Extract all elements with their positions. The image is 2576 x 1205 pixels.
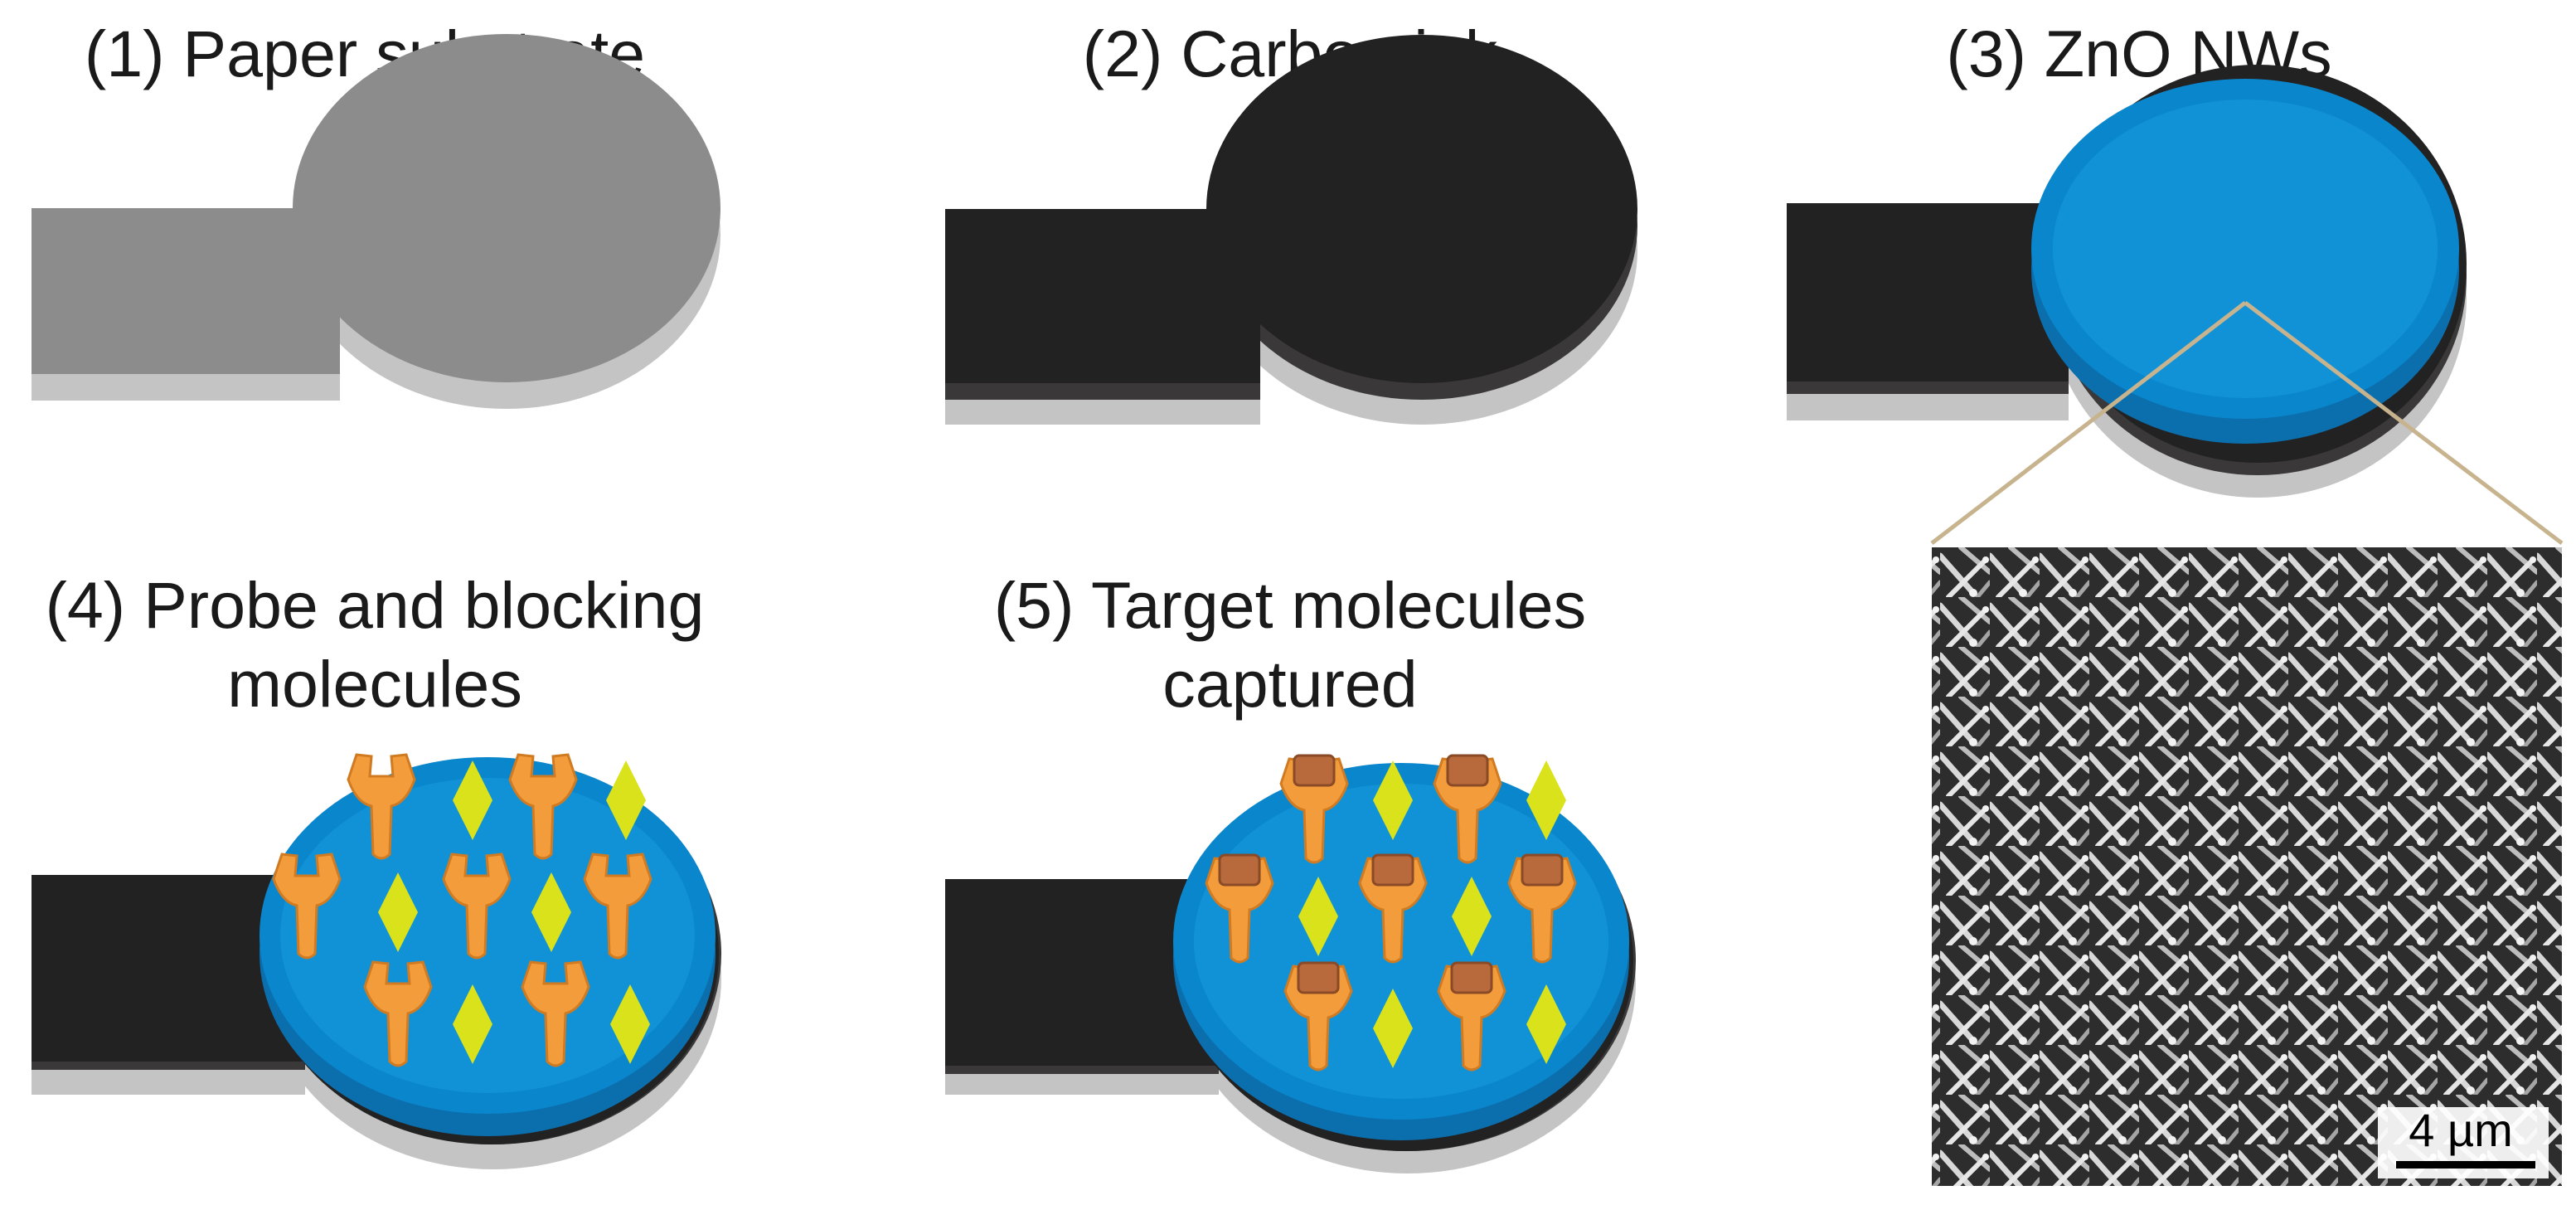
step-5-title-line-2: captured xyxy=(1162,647,1417,721)
blocking-molecules-4 xyxy=(378,760,650,1064)
carbon-electrode-shape xyxy=(945,35,1637,425)
blocking-molecule xyxy=(610,984,650,1064)
step-1-paper-substrate: (1) Paper substrate xyxy=(32,17,720,409)
step-4-title-line-2: molecules xyxy=(227,647,522,721)
blocking-molecule xyxy=(1526,760,1566,840)
sem-image-inset: 4 µm xyxy=(1932,547,2562,1186)
probe-molecule xyxy=(508,753,578,860)
blocking-molecule xyxy=(453,984,492,1064)
target-molecule xyxy=(1446,754,1489,787)
target-molecule xyxy=(1521,853,1564,887)
step-4-probe-blocking: (4) Probe and blocking molecules xyxy=(32,568,721,1169)
probe-molecule xyxy=(521,960,590,1067)
blocking-molecule xyxy=(1452,877,1492,956)
probe-molecule xyxy=(272,853,342,960)
blocking-molecule xyxy=(453,760,492,840)
probe-molecule xyxy=(347,753,416,860)
blocking-molecule xyxy=(606,760,646,840)
scale-bar-label: 4 µm xyxy=(2409,1104,2513,1156)
step-5-title-line-1: (5) Target molecules xyxy=(994,568,1586,642)
blocking-molecule xyxy=(378,872,418,952)
blocking-molecules-5 xyxy=(1298,760,1566,1068)
probe-molecule xyxy=(442,853,512,960)
blocking-molecule xyxy=(531,872,571,952)
probe-molecule xyxy=(363,960,433,1067)
step-2-carbon-ink: (2) Carbon ink xyxy=(945,17,1637,425)
functionalized-electrode-5 xyxy=(945,763,1636,1173)
blocking-molecule xyxy=(1373,760,1413,840)
step-5-target-captured: (5) Target molecules captured xyxy=(945,568,1636,1173)
probe-molecules-4 xyxy=(272,753,652,1067)
target-molecule xyxy=(1450,961,1493,994)
step-3-zno-nanowires: (3) ZnO NWs 4 µm xyxy=(1787,17,2564,1186)
zoom-indicator-lines xyxy=(1930,301,2564,545)
target-molecule xyxy=(1297,961,1340,994)
blocking-molecule xyxy=(1526,984,1566,1064)
target-molecule xyxy=(1371,853,1414,887)
blocking-molecule xyxy=(1298,877,1338,956)
zno-electrode-shape xyxy=(1787,65,2467,498)
scale-bar: 4 µm xyxy=(2378,1104,2549,1178)
probe-target-complexes-5 xyxy=(1205,754,1577,1071)
step-4-title-line-1: (4) Probe and blocking xyxy=(46,568,705,642)
probe-molecule xyxy=(583,853,652,960)
target-molecule xyxy=(1293,754,1336,787)
paper-electrode-shape xyxy=(32,34,720,409)
target-molecule xyxy=(1218,853,1261,887)
blocking-molecule xyxy=(1373,989,1413,1068)
